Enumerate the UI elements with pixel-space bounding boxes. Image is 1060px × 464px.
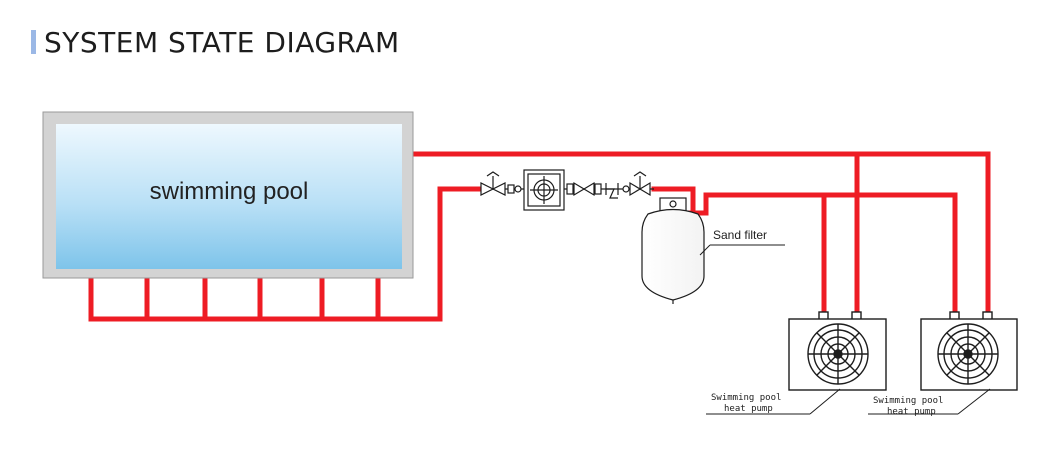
suction-riser-pipe — [437, 186, 489, 322]
pool-label: swimming pool — [150, 178, 309, 205]
filter-outlet-pipe — [677, 192, 958, 319]
pipe-network — [88, 151, 991, 322]
pool-water — [56, 124, 402, 269]
heat-pump-1 — [706, 311, 887, 415]
valve-train — [480, 169, 654, 211]
page-header: SYSTEM STATE DIAGRAM — [31, 22, 400, 62]
page-title: SYSTEM STATE DIAGRAM — [44, 25, 400, 59]
sand-filter — [641, 197, 785, 304]
heat-pump-2 — [868, 311, 1018, 415]
heat-pump-2-label-line2: heat pump — [887, 407, 936, 417]
filter-inlet-pipe — [651, 186, 696, 211]
heat-pump-1-label-line1: Swimming pool — [711, 393, 781, 403]
pool-drain-pipes — [88, 274, 443, 322]
circulation-pump-icon — [523, 169, 565, 211]
title-accent-bar — [31, 30, 36, 54]
sand-filter-label: Sand filter — [713, 228, 767, 242]
return-pipe — [410, 151, 991, 319]
gate-valve-icon — [480, 171, 522, 196]
fan-icon — [937, 323, 999, 385]
fan-icon — [807, 323, 869, 385]
gate-valve-icon — [622, 171, 651, 197]
strainer-icon — [605, 183, 619, 199]
heat-pump-2-label-line1: Swimming pool — [873, 396, 943, 406]
heat-pump-1-label-line2: heat pump — [724, 404, 773, 414]
swimming-pool: swimming pool — [42, 111, 414, 279]
filter-tank — [641, 208, 705, 301]
check-valve-icon — [566, 181, 602, 197]
